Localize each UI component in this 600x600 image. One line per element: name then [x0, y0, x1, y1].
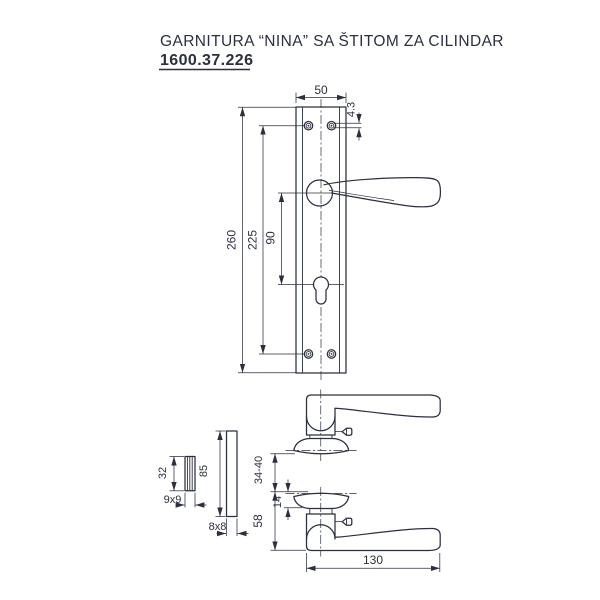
screw-dot [330, 124, 333, 127]
lever-neck-arch [305, 415, 336, 432]
rose-lower [293, 492, 350, 510]
screw-dot [307, 353, 310, 355]
screw-icon [303, 349, 314, 359]
screw-dot [307, 124, 310, 127]
spindle-long: 85 8x8 [198, 430, 249, 537]
screw-inner [328, 351, 335, 357]
dim-label: 34-40 [253, 456, 265, 484]
dim-screw-distance: 225 [246, 125, 304, 355]
set-screw-icon [341, 517, 353, 526]
dim-label: 130 [363, 553, 383, 567]
lever-crease-line [328, 189, 395, 201]
dim-handle-to-cylinder: 90 [264, 193, 285, 285]
dim-label: 90 [264, 231, 278, 245]
dim-label: 14 [272, 496, 284, 508]
screw-icon [326, 120, 337, 131]
screw-outer [326, 349, 337, 359]
dim-lever-length: 130 [306, 553, 441, 572]
dim-label: 8x8 [209, 521, 227, 533]
dim-plate-height: 260 [225, 106, 296, 374]
dim-screw-hole: 4.3 [334, 102, 362, 141]
dim-label: 225 [246, 230, 260, 250]
dim-label: 58 [251, 514, 265, 528]
dim-label: 85 [198, 465, 210, 477]
dim-spindle-short-section: 9x9 [164, 492, 207, 508]
dim-label: 32 [157, 467, 169, 479]
dim-spindle-long-length: 85 [198, 430, 226, 517]
screw-dot [330, 353, 333, 355]
screw-inner [328, 122, 335, 129]
screw-inner [305, 351, 312, 357]
lever-side-outline [305, 394, 441, 436]
cylinder-hole [312, 276, 330, 305]
product-code: 1600.37.226 [160, 52, 253, 69]
dim-label: 260 [225, 230, 239, 250]
spindle-short: 32 9x9 [157, 455, 207, 508]
side-view-upper-lever [285, 389, 441, 461]
screw-outer [303, 349, 314, 359]
title-block: GARNITURA “NINA” SA ŠTITOM ZA CILINDAR 1… [159, 33, 504, 71]
dim-label: 50 [314, 83, 328, 97]
dim-spindle-short-length: 32 [157, 456, 184, 492]
screw-icon [303, 120, 314, 131]
rose-upper [293, 437, 350, 455]
dim-plate-width: 50 [295, 83, 347, 103]
screw-outer [303, 120, 314, 131]
set-screw-icon [341, 427, 353, 436]
screw-inner [305, 122, 312, 129]
dim-door-thickness: 34-40 [253, 453, 308, 493]
page-title: GARNITURA “NINA” SA ŠTITOM ZA CILINDAR [160, 33, 504, 50]
side-view-lower-lever [285, 487, 441, 557]
lever-side-outline [305, 513, 441, 552]
dim-label: 9x9 [164, 494, 182, 506]
lever-grip-outline [323, 176, 442, 208]
front-view-plate: 50 4.3 260 225 [225, 83, 442, 381]
dim-rose-height: 14 [272, 479, 302, 520]
spindle-long-outline [225, 430, 238, 518]
dim-label: 4.3 [346, 102, 358, 117]
screw-outer [326, 120, 337, 131]
dim-lower-height: 58 [251, 491, 306, 551]
dim-spindle-long-section: 8x8 [209, 518, 249, 537]
screw-icon [326, 349, 337, 359]
lever-front-view [305, 176, 442, 208]
